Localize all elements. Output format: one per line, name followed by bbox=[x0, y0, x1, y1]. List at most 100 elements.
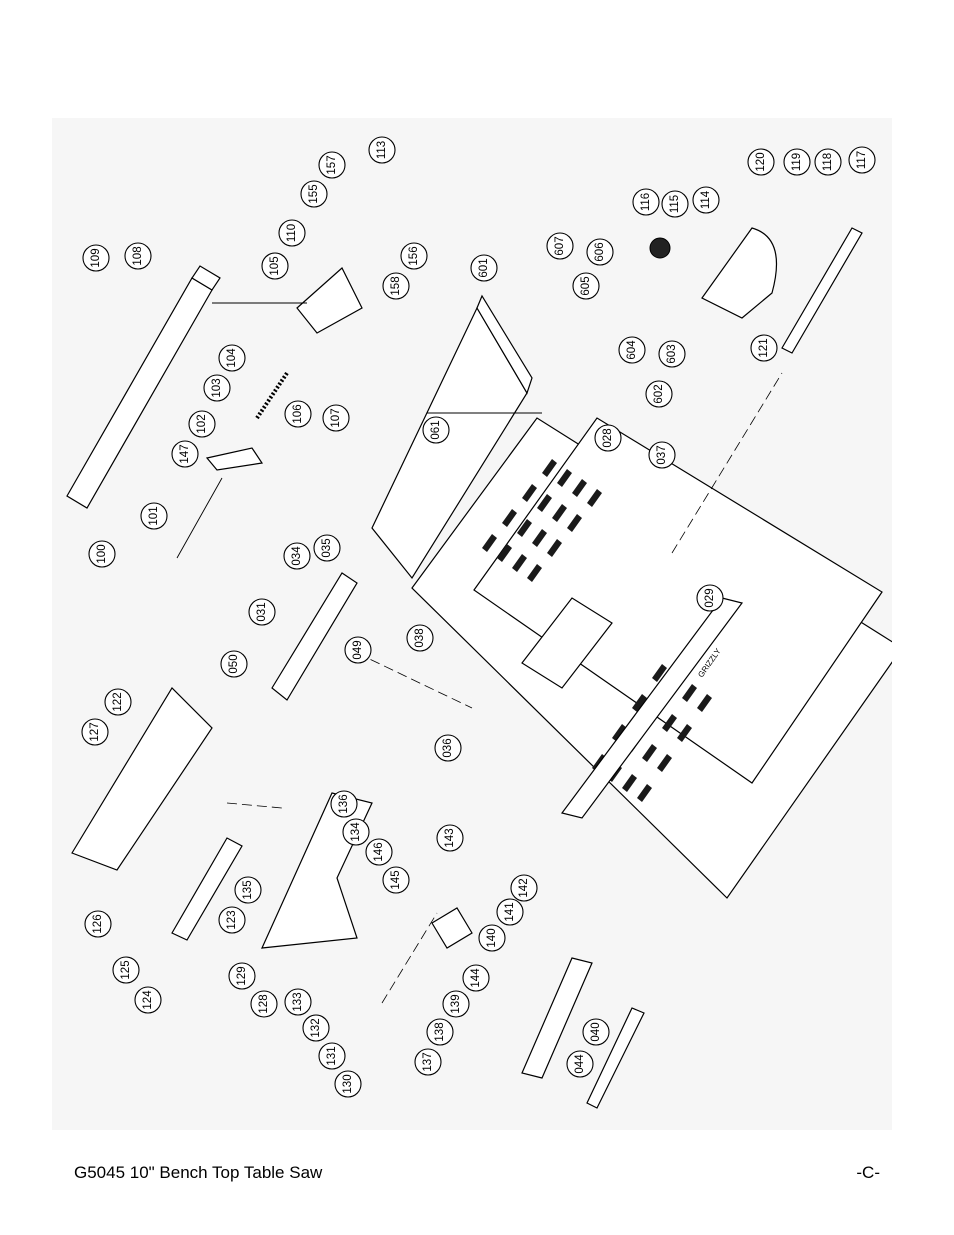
callout-100: 100 bbox=[88, 540, 116, 568]
svg-text:120: 120 bbox=[755, 152, 767, 171]
svg-text:158: 158 bbox=[390, 276, 402, 295]
callout-044: 044 bbox=[566, 1050, 594, 1078]
svg-text:125: 125 bbox=[120, 960, 132, 979]
callout-602: 602 bbox=[645, 380, 673, 408]
callout-605: 605 bbox=[572, 272, 600, 300]
svg-text:127: 127 bbox=[89, 722, 101, 741]
callout-123: 123 bbox=[218, 906, 246, 934]
callout-127: 127 bbox=[81, 718, 109, 746]
svg-text:140: 140 bbox=[486, 928, 498, 947]
svg-text:603: 603 bbox=[666, 344, 678, 363]
fence-bar bbox=[271, 572, 358, 701]
svg-text:122: 122 bbox=[112, 692, 124, 711]
svg-text:606: 606 bbox=[594, 242, 606, 261]
svg-text:128: 128 bbox=[258, 994, 270, 1013]
svg-text:034: 034 bbox=[291, 546, 303, 566]
callout-124: 124 bbox=[134, 986, 162, 1014]
open-wrench bbox=[586, 1007, 645, 1109]
svg-text:040: 040 bbox=[590, 1022, 602, 1041]
svg-text:050: 050 bbox=[228, 654, 240, 673]
svg-text:604: 604 bbox=[626, 340, 638, 360]
svg-text:136: 136 bbox=[338, 794, 350, 813]
arbor-wrench bbox=[521, 957, 593, 1079]
svg-text:139: 139 bbox=[450, 994, 462, 1013]
svg-text:028: 028 bbox=[602, 428, 614, 447]
callout-143: 143 bbox=[436, 824, 464, 852]
callout-104: 104 bbox=[218, 344, 246, 372]
callout-037: 037 bbox=[648, 441, 676, 469]
table-top: GRIZZLY bbox=[411, 417, 892, 899]
svg-text:109: 109 bbox=[90, 248, 102, 267]
callout-034: 034 bbox=[283, 542, 311, 570]
svg-text:155: 155 bbox=[308, 184, 320, 203]
svg-text:132: 132 bbox=[310, 1018, 322, 1037]
svg-text:602: 602 bbox=[653, 384, 665, 403]
callout-141: 141 bbox=[496, 898, 524, 926]
svg-text:036: 036 bbox=[442, 738, 454, 757]
callout-107: 107 bbox=[322, 404, 350, 432]
callout-106: 106 bbox=[284, 400, 312, 428]
callout-138: 138 bbox=[426, 1018, 454, 1046]
svg-text:144: 144 bbox=[470, 968, 482, 988]
callout-103: 103 bbox=[203, 374, 231, 402]
callout-147: 147 bbox=[171, 440, 199, 468]
callout-118: 118 bbox=[814, 148, 842, 176]
svg-text:044: 044 bbox=[574, 1054, 586, 1074]
svg-text:101: 101 bbox=[148, 506, 160, 525]
callout-038: 038 bbox=[406, 624, 434, 652]
callout-031: 031 bbox=[248, 598, 276, 626]
svg-text:106: 106 bbox=[292, 404, 304, 423]
callout-028: 028 bbox=[594, 424, 622, 452]
svg-text:100: 100 bbox=[96, 544, 108, 563]
callout-105: 105 bbox=[261, 252, 289, 280]
svg-text:117: 117 bbox=[856, 151, 868, 169]
svg-text:107: 107 bbox=[330, 408, 342, 427]
footer-title: G5045 10" Bench Top Table Saw bbox=[74, 1163, 323, 1182]
miter-gauge bbox=[649, 227, 863, 354]
callout-050: 050 bbox=[220, 650, 248, 678]
svg-text:115: 115 bbox=[669, 195, 681, 213]
page-label: -C- bbox=[856, 1163, 880, 1182]
exploded-parts-diagram: GRIZZLY 100 101 147 102 103 10 bbox=[52, 118, 892, 1130]
callout-117: 117 bbox=[848, 146, 876, 174]
callout-601: 601 bbox=[470, 254, 498, 282]
callout-604: 604 bbox=[618, 336, 646, 364]
svg-text:138: 138 bbox=[434, 1022, 446, 1041]
svg-text:121: 121 bbox=[758, 338, 770, 357]
callout-155: 155 bbox=[300, 180, 328, 208]
callout-145: 145 bbox=[382, 866, 410, 894]
callout-108: 108 bbox=[124, 242, 152, 270]
callout-119: 119 bbox=[783, 148, 811, 176]
callout-115: 115 bbox=[661, 190, 689, 218]
callout-102: 102 bbox=[188, 410, 216, 438]
callout-607: 607 bbox=[546, 232, 574, 260]
callout-049: 049 bbox=[344, 636, 372, 664]
callout-132: 132 bbox=[302, 1014, 330, 1042]
svg-text:029: 029 bbox=[704, 588, 716, 607]
svg-text:114: 114 bbox=[700, 190, 712, 209]
callout-121: 121 bbox=[750, 334, 778, 362]
callout-122: 122 bbox=[104, 688, 132, 716]
svg-text:110: 110 bbox=[286, 224, 298, 242]
svg-text:031: 031 bbox=[256, 602, 268, 621]
svg-text:143: 143 bbox=[444, 828, 456, 847]
svg-text:142: 142 bbox=[518, 878, 530, 897]
callout-109: 109 bbox=[82, 244, 110, 272]
callout-110: 110 bbox=[278, 219, 306, 247]
svg-text:102: 102 bbox=[196, 414, 208, 433]
svg-text:157: 157 bbox=[326, 155, 338, 174]
svg-text:038: 038 bbox=[414, 628, 426, 647]
svg-text:130: 130 bbox=[342, 1074, 354, 1093]
callout-128: 128 bbox=[250, 990, 278, 1018]
svg-text:134: 134 bbox=[350, 822, 362, 842]
callout-135: 135 bbox=[234, 876, 262, 904]
svg-text:049: 049 bbox=[352, 640, 364, 659]
svg-text:137: 137 bbox=[422, 1052, 434, 1071]
callout-120: 120 bbox=[747, 148, 775, 176]
rip-fence-rail bbox=[66, 265, 221, 509]
callout-035: 035 bbox=[313, 534, 341, 562]
callout-125: 125 bbox=[112, 956, 140, 984]
callout-116: 116 bbox=[632, 188, 660, 216]
extension-wing bbox=[371, 294, 533, 580]
callout-131: 131 bbox=[318, 1042, 346, 1070]
